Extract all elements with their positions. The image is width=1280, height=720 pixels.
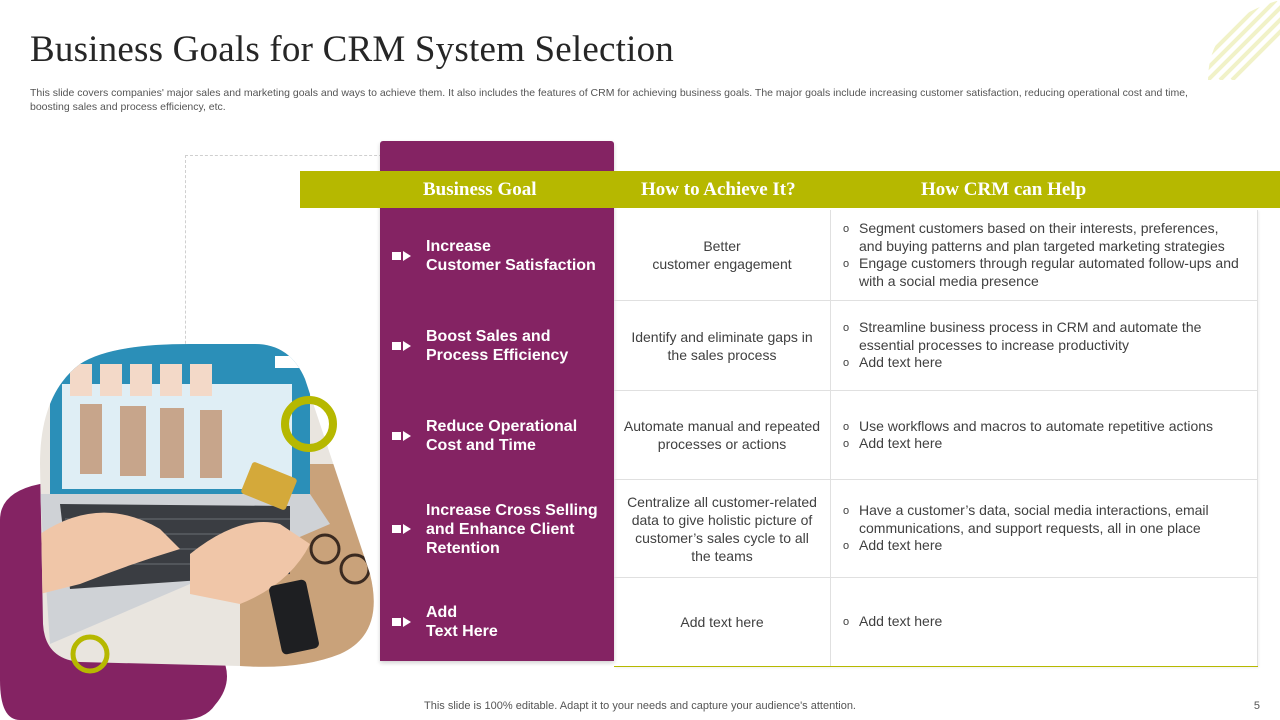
slide-title: Business Goals for CRM System Selection [30,29,674,70]
crm-cell: Add text here [831,578,1258,666]
table-header-bar [300,171,1280,208]
arrow-flag-icon [392,617,411,627]
crm-cell: Streamline business process in CRM and a… [831,301,1258,390]
how-cell: Better customer engagement [614,210,831,300]
page-number: 5 [1253,700,1260,712]
header-how-crm-helps: How CRM can Help [921,179,1087,200]
olive-ring-decoration [281,396,337,452]
laptop-shopping-photo [40,344,374,667]
olive-ring-decoration-small [70,634,110,674]
table-row: Identify and eliminate gaps in the sales… [614,301,1258,391]
crm-bullet: Engage customers through regular automat… [843,255,1245,290]
slide-description: This slide covers companies' major sales… [30,87,1188,113]
how-cell: Add text here [614,578,831,666]
table-row: Automate manual and repeated processes o… [614,391,1258,480]
crm-bullet: Add text here [843,537,1245,555]
header-how-to-achieve: How to Achieve It? [641,179,796,200]
crm-bullet: Add text here [843,613,942,631]
crm-bullet: Streamline business process in CRM and a… [843,319,1245,354]
goal-item: Increase Customer Satisfaction [380,210,614,301]
crm-cell: Segment customers based on their interes… [831,210,1258,300]
goal-label: Increase Customer Satisfaction [426,237,596,274]
goal-item: Boost Sales and Process Efficiency [380,301,614,391]
decorative-stripes [1208,0,1280,80]
goal-label: Increase Cross Selling and Enhance Clien… [426,501,598,557]
crm-bullet: Add text here [843,354,1245,372]
table-row: Centralize all customer-related data to … [614,480,1258,578]
arrow-flag-icon [392,341,411,351]
table-row: Better customer engagement Segment custo… [614,210,1258,301]
crm-bullet: Add text here [843,435,1213,453]
goal-item: Increase Cross Selling and Enhance Clien… [380,480,614,578]
goal-label: Add Text Here [426,604,498,640]
how-cell: Automate manual and repeated processes o… [614,391,831,479]
goal-label: Reduce Operational Cost and Time [426,417,578,454]
crm-cell: Have a customer’s data, social media int… [831,480,1258,577]
crm-cell: Use workflows and macros to automate rep… [831,391,1258,479]
slide-footer: This slide is 100% editable. Adapt it to… [424,700,856,712]
how-cell: Centralize all customer-related data to … [614,480,831,577]
crm-bullet: Have a customer’s data, social media int… [843,502,1245,537]
goal-item: Add Text Here [380,578,614,666]
crm-bullet: Use workflows and macros to automate rep… [843,418,1213,436]
crm-bullet: Segment customers based on their interes… [843,220,1245,255]
goal-label: Boost Sales and Process Efficiency [426,328,569,364]
table-row: Add text here Add text here [614,578,1258,666]
how-cell: Identify and eliminate gaps in the sales… [614,301,831,390]
business-goal-column-panel [380,141,614,661]
arrow-flag-icon [392,250,411,261]
arrow-flag-icon [392,430,411,441]
arrow-flag-icon [392,524,411,534]
goal-item: Reduce Operational Cost and Time [380,391,614,480]
header-business-goal: Business Goal [423,179,537,200]
goals-table: Better customer engagement Segment custo… [614,210,1258,667]
